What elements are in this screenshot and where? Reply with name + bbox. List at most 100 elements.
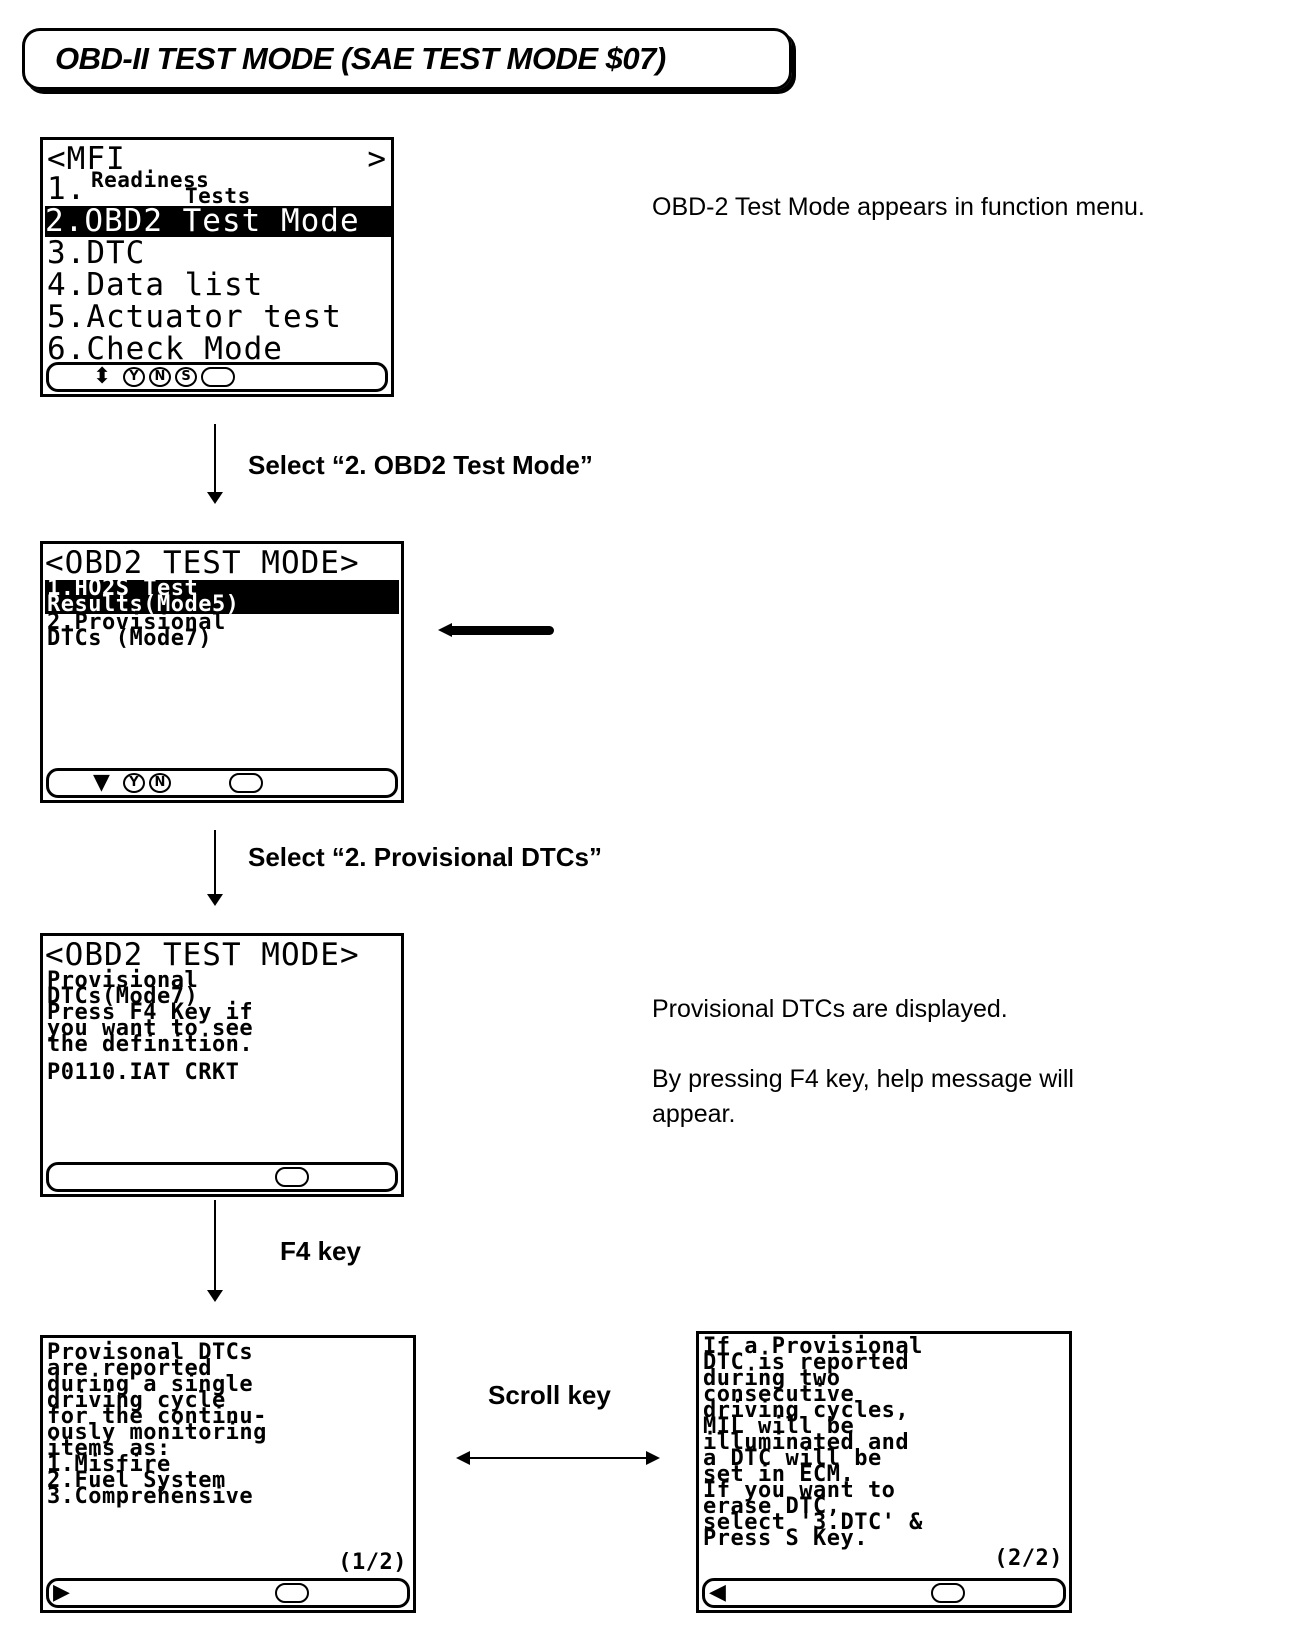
down-arrow-icon[interactable]: ▼ — [93, 770, 110, 795]
s-key-icon[interactable]: S — [175, 367, 197, 387]
help1-page-indicator: (1/2) — [338, 1550, 407, 1575]
help2-line-7: illuminated and — [703, 1430, 910, 1455]
screen3-dtc-code: P0110.IAT CRKT — [47, 1060, 240, 1085]
pointer-arrow-shaft-icon — [450, 626, 554, 635]
help2-line-12: select '3.DTC' & — [703, 1510, 923, 1535]
screen-help-page-1: Provisonal DTCs are reported during a si… — [40, 1335, 416, 1613]
option-provisional-line2[interactable]: DTCs (Mode7) — [47, 626, 212, 651]
screen3-line-5: the definition. — [47, 1032, 254, 1057]
screen-provisional-dtcs: <OBD2 TEST MODE> Provisional DTCs(Mode7)… — [40, 933, 404, 1197]
help1-line-1: Provisonal DTCs — [47, 1340, 254, 1365]
menu-item-readiness-label2: Tests — [185, 184, 251, 208]
step-label-select-provisional: Select “2. Provisional DTCs” — [248, 842, 603, 872]
menu-item-dtc-label: 3.DTC — [47, 235, 146, 271]
scroll-arrow-left-icon — [456, 1451, 470, 1465]
screen2-highlight — [45, 580, 399, 614]
help1-line-5: for the continu- — [47, 1404, 267, 1429]
help2-line-3: during two — [703, 1366, 841, 1391]
help2-line-6: MIL will be — [703, 1414, 855, 1439]
menu-item-dtc[interactable]: 3.DTC — [47, 238, 145, 269]
yes-key-icon[interactable]: Y — [123, 773, 145, 793]
step-label-select-obd2: Select “2. OBD2 Test Mode” — [248, 450, 593, 480]
help2-line-4: consecutive — [703, 1382, 855, 1407]
note-dtcs-displayed: Provisional DTCs are displayed. — [652, 995, 1008, 1023]
help1-line-6: ously monitoring — [47, 1420, 267, 1445]
screen4-softkey-bar: ▶ — [46, 1578, 410, 1608]
screen1-header-left: <MFI — [47, 141, 126, 177]
screen5-softkey-bar: ◀ — [702, 1578, 1066, 1608]
help2-line-8: a DTC will be — [703, 1446, 882, 1471]
screen3-line-3: Press F4 Key if — [47, 1000, 254, 1025]
help1-line-8: 1.Misfire — [47, 1452, 171, 1477]
up-down-arrow-icon[interactable]: ⬍ — [93, 364, 112, 389]
screen3-softkey-bar — [46, 1162, 398, 1192]
help2-line-2: DTC is reported — [703, 1350, 910, 1375]
flow-arrow-3-head — [207, 1290, 223, 1302]
screen2-header: <OBD2 TEST MODE> — [45, 545, 360, 581]
title-box: OBD-II TEST MODE (SAE TEST MODE $07) — [22, 28, 792, 90]
help1-line-9: 2.Fuel System — [47, 1468, 226, 1493]
menu-item-check-mode[interactable]: 6.Check Mode — [47, 334, 283, 365]
menu-item-check-mode-label: 6.Check Mode — [47, 331, 283, 367]
menu-item-actuator-label: 5.Actuator test — [47, 299, 342, 335]
help1-line-4: driving cycle — [47, 1388, 226, 1413]
help1-line-2: are reported — [47, 1356, 212, 1381]
next-page-arrow-icon[interactable]: ▶ — [53, 1580, 70, 1605]
screen-help-page-2: If a Provisional DTC is reported during … — [696, 1331, 1072, 1613]
help2-line-9: set in ECM. — [703, 1462, 855, 1487]
menu-item-data-list[interactable]: 4.Data list — [47, 270, 263, 301]
scroll-arrow-right-icon — [646, 1451, 660, 1465]
option-provisional-line1[interactable]: 2.Provisional — [47, 610, 226, 635]
note-f4-help-line1: By pressing F4 key, help message will — [652, 1065, 1074, 1093]
help1-line-7: items as: — [47, 1436, 171, 1461]
screen3-line-2: DTCs(Mode7) — [47, 984, 199, 1009]
note-function-menu: OBD-2 Test Mode appears in function menu… — [652, 193, 1145, 221]
exit-key-icon[interactable] — [229, 773, 263, 793]
screen3-line-4: you want to see — [47, 1016, 254, 1041]
exit-key-icon[interactable] — [201, 367, 235, 387]
help2-line-5: driving cycles, — [703, 1398, 910, 1423]
menu-item-obd2-test-mode[interactable]: 2.OBD2 Test Mode — [45, 206, 391, 237]
menu-item-readiness-label: Readiness — [91, 168, 210, 192]
step-label-scroll-key: Scroll key — [488, 1380, 611, 1410]
menu-item-readiness-num: 1. — [47, 171, 87, 207]
no-key-icon[interactable]: N — [149, 367, 171, 387]
exit-key-icon[interactable] — [275, 1583, 309, 1603]
pointer-arrow-head-icon — [438, 623, 452, 637]
option-ho2s-line1[interactable]: 1.HO2S Test — [47, 576, 199, 601]
flow-arrow-1-head — [207, 492, 223, 504]
screen-obd2-test-mode: <OBD2 TEST MODE> 1.HO2S Test Results(Mod… — [40, 541, 404, 803]
option-ho2s-line2[interactable]: Results(Mode5) — [47, 592, 240, 617]
menu-item-actuator-test[interactable]: 5.Actuator test — [47, 302, 342, 333]
screen1-softkey-bar: ⬍ Y N S — [46, 362, 388, 392]
screen1-header-right: > — [367, 141, 387, 177]
menu-item-readiness[interactable]: 1. Readiness Tests — [47, 170, 250, 207]
flow-arrow-2 — [214, 830, 216, 894]
help2-page-indicator: (2/2) — [994, 1546, 1063, 1571]
screen1-header: <MFI > — [47, 144, 389, 175]
screen-mfi-menu: <MFI > 1. Readiness Tests 2.OBD2 Test Mo… — [40, 137, 394, 397]
exit-key-icon[interactable] — [275, 1167, 309, 1187]
menu-item-data-list-label: 4.Data list — [47, 267, 264, 303]
help2-line-11: erase DTC, — [703, 1494, 841, 1519]
help1-line-3: during a single — [47, 1372, 254, 1397]
help2-line-13: Press S Key. — [703, 1526, 868, 1551]
exit-key-icon[interactable] — [931, 1583, 965, 1603]
help2-line-1: If a Provisional — [703, 1334, 923, 1359]
no-key-icon[interactable]: N — [149, 773, 171, 793]
flow-arrow-2-head — [207, 894, 223, 906]
step-label-f4-key: F4 key — [280, 1236, 361, 1266]
scroll-double-arrow — [468, 1457, 648, 1459]
help1-line-10: 3.Comprehensive — [47, 1484, 254, 1509]
page-title: OBD-II TEST MODE (SAE TEST MODE $07) — [55, 41, 666, 76]
menu-item-obd2-label: 2.OBD2 Test Mode — [45, 203, 360, 239]
screen2-softkey-bar: ▼ Y N — [46, 768, 398, 798]
flow-arrow-1 — [214, 424, 216, 492]
flow-arrow-3 — [214, 1200, 216, 1290]
screen3-header: <OBD2 TEST MODE> — [45, 937, 360, 973]
help2-line-10: If you want to — [703, 1478, 896, 1503]
note-f4-help-line2: appear. — [652, 1100, 736, 1128]
screen3-line-1: Provisional — [47, 968, 199, 993]
yes-key-icon[interactable]: Y — [123, 367, 145, 387]
prev-page-arrow-icon[interactable]: ◀ — [709, 1580, 726, 1605]
